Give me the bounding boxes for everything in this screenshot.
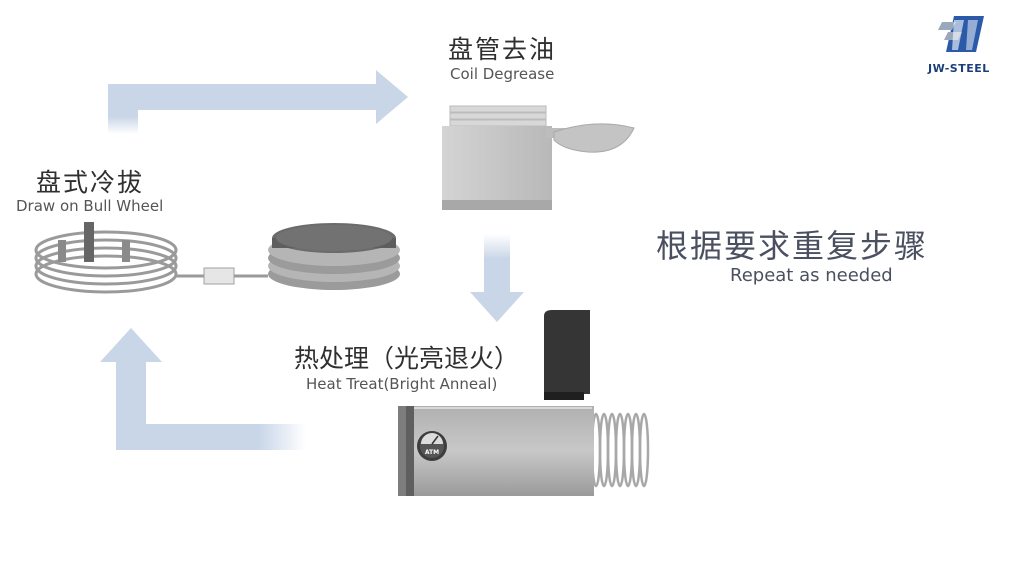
draw-title-cn: 盘式冷拔 [36,168,145,197]
anneal-furnace-illustration: ATM [398,310,650,496]
repeat-title-en: Repeat as needed [730,265,893,286]
draw-post-left [58,240,66,262]
draw-die-block [203,267,235,285]
coil-degrease-title-cn: 盘管去油 [448,35,557,64]
arrow-to-degrease [108,70,408,134]
logo-mark-icon [938,16,984,52]
furnace-hood [544,310,590,400]
degrease-tank-illustration [442,105,635,210]
draw-post-right [122,240,130,262]
tank-spout [546,123,635,153]
draw-capstan [84,222,94,262]
atm-gauge-icon [417,431,447,461]
arrow-to-heat-treat [470,234,524,322]
furnace-coil-exit [590,412,650,488]
logo: JW-STEEL [924,12,1014,78]
logo-text: JW-STEEL [928,62,990,75]
atm-gauge-label: ATM [425,449,439,456]
arrow-to-draw [100,328,306,450]
bull-wheel-drum [268,223,400,290]
draw-title-en: Draw on Bull Wheel [16,197,164,215]
heat-treat-title-cn: 热处理（光亮退火） [294,344,520,373]
coil-stack-left [34,230,178,294]
repeat-title-cn: 根据要求重复步骤 [656,227,929,265]
heat-treat-title-en: Heat Treat(Bright Anneal) [306,375,498,393]
tank-coil-rings [449,105,547,127]
bull-wheel-illustration [34,222,400,294]
coil-degrease-title-en: Coil Degrease [450,65,555,83]
